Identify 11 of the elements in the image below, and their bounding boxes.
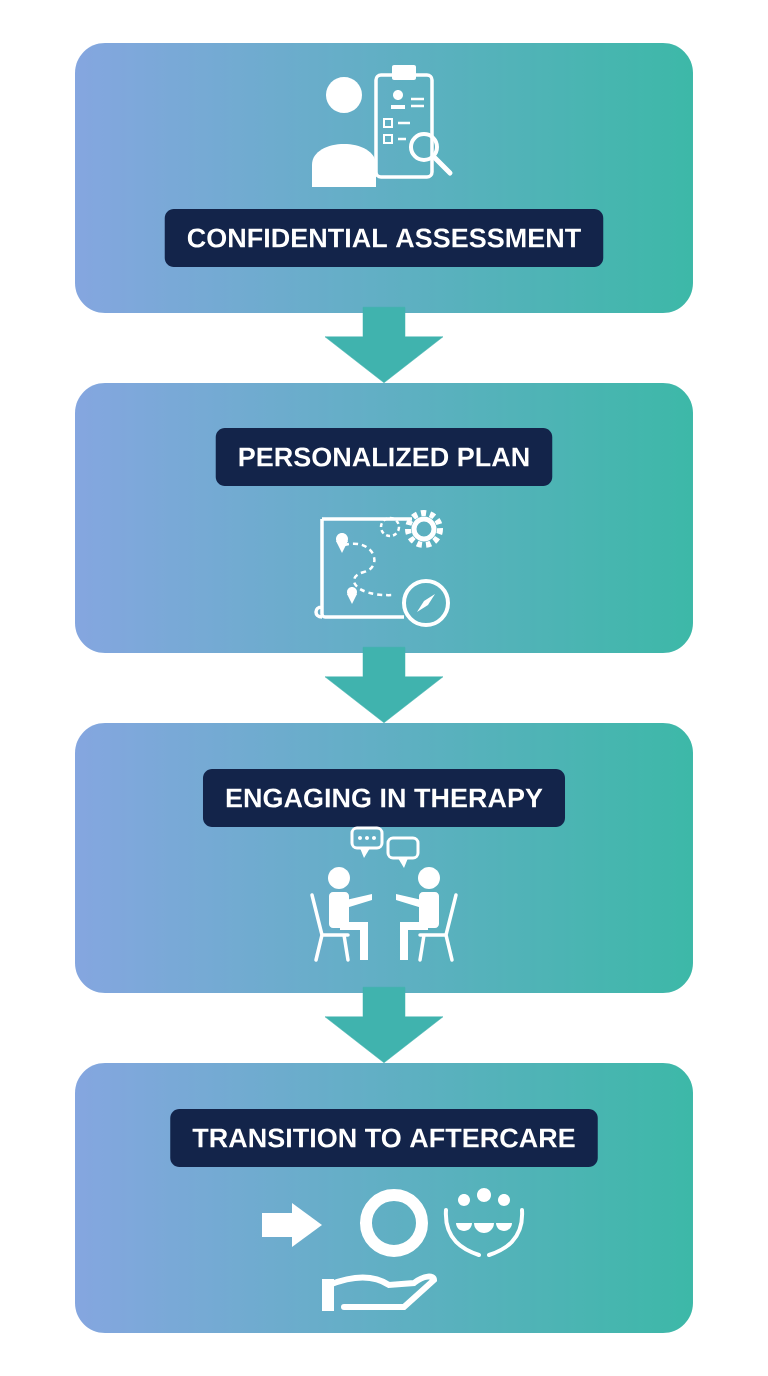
step-label: ENGAGING IN THERAPY	[203, 769, 565, 827]
arrow	[324, 306, 444, 384]
step-panel	[164, 65, 604, 267]
step-label: TRANSITION TO AFTERCARE	[170, 1109, 598, 1167]
step-label: CONFIDENTIAL ASSESSMENT	[164, 209, 604, 267]
arrow	[324, 986, 444, 1064]
step-panel	[215, 428, 553, 627]
step-label: PERSONALIZED PLAN	[215, 428, 553, 486]
step-panel	[170, 1109, 598, 1311]
arrow	[324, 646, 444, 724]
step-panel	[203, 769, 565, 962]
